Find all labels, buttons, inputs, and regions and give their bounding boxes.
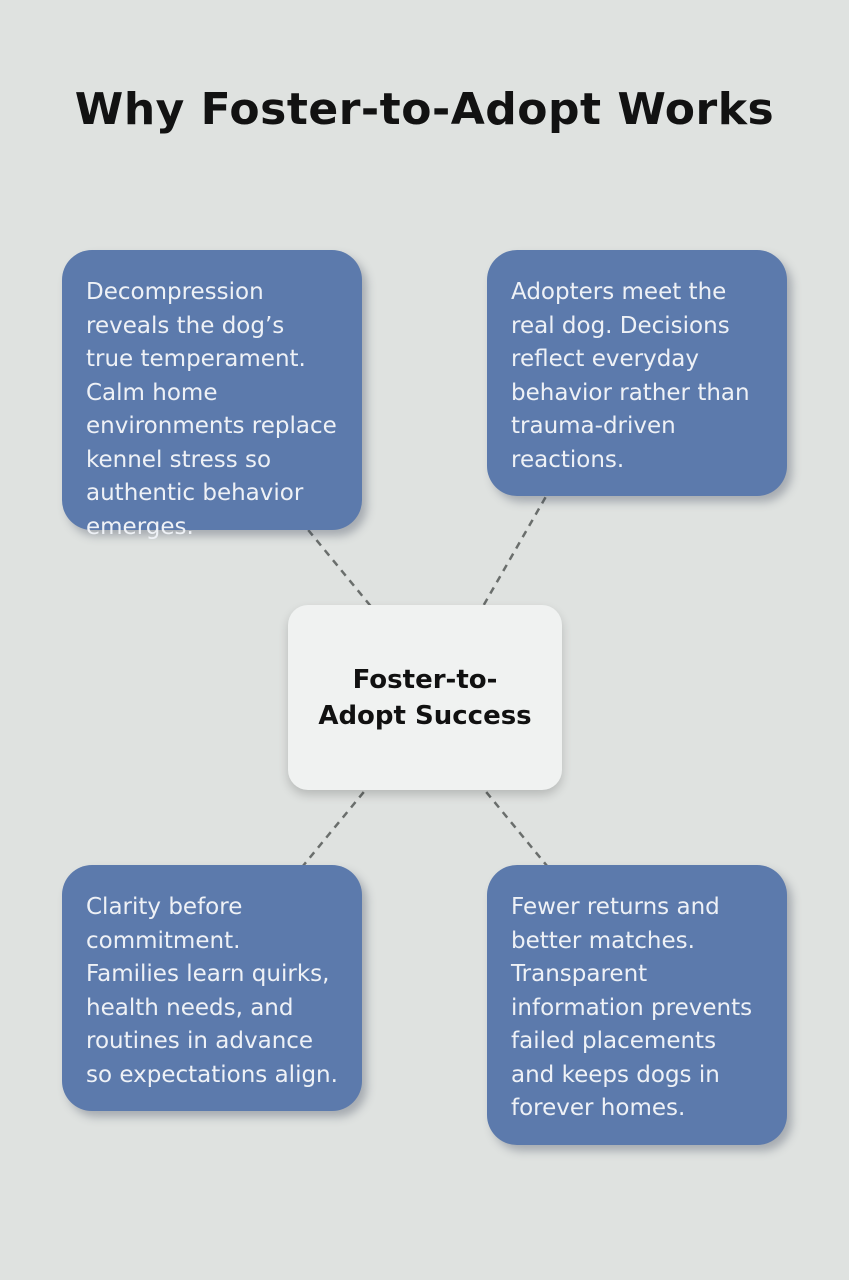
connector-bottom-right [477,781,553,873]
node-top-right-text: Adopters meet the real dog. Decisions re… [511,279,750,473]
node-bottom-left-text: Clarity before commitment. Families lear… [86,894,338,1088]
center-node-label: Foster-to-Adopt Success [318,664,532,731]
node-bottom-left: Clarity before commitment. Families lear… [62,865,362,1111]
node-top-left: Decompression reveals the dog’s true tem… [62,250,362,540]
center-node: Foster-to-Adopt Success [288,605,562,790]
connector-bottom-left [297,781,373,873]
node-top-left-text: Decompression reveals the dog’s true tem… [86,279,337,540]
page-title: Why Foster-to-Adopt Works [74,84,775,135]
node-bottom-right-text: Fewer returns and better matches. Transp… [511,894,753,1121]
node-top-right: Adopters meet the real dog. Decisions re… [487,250,787,496]
connector-top-right [476,485,554,616]
connector-top-left [299,519,379,616]
node-bottom-right: Fewer returns and better matches. Transp… [487,865,787,1145]
